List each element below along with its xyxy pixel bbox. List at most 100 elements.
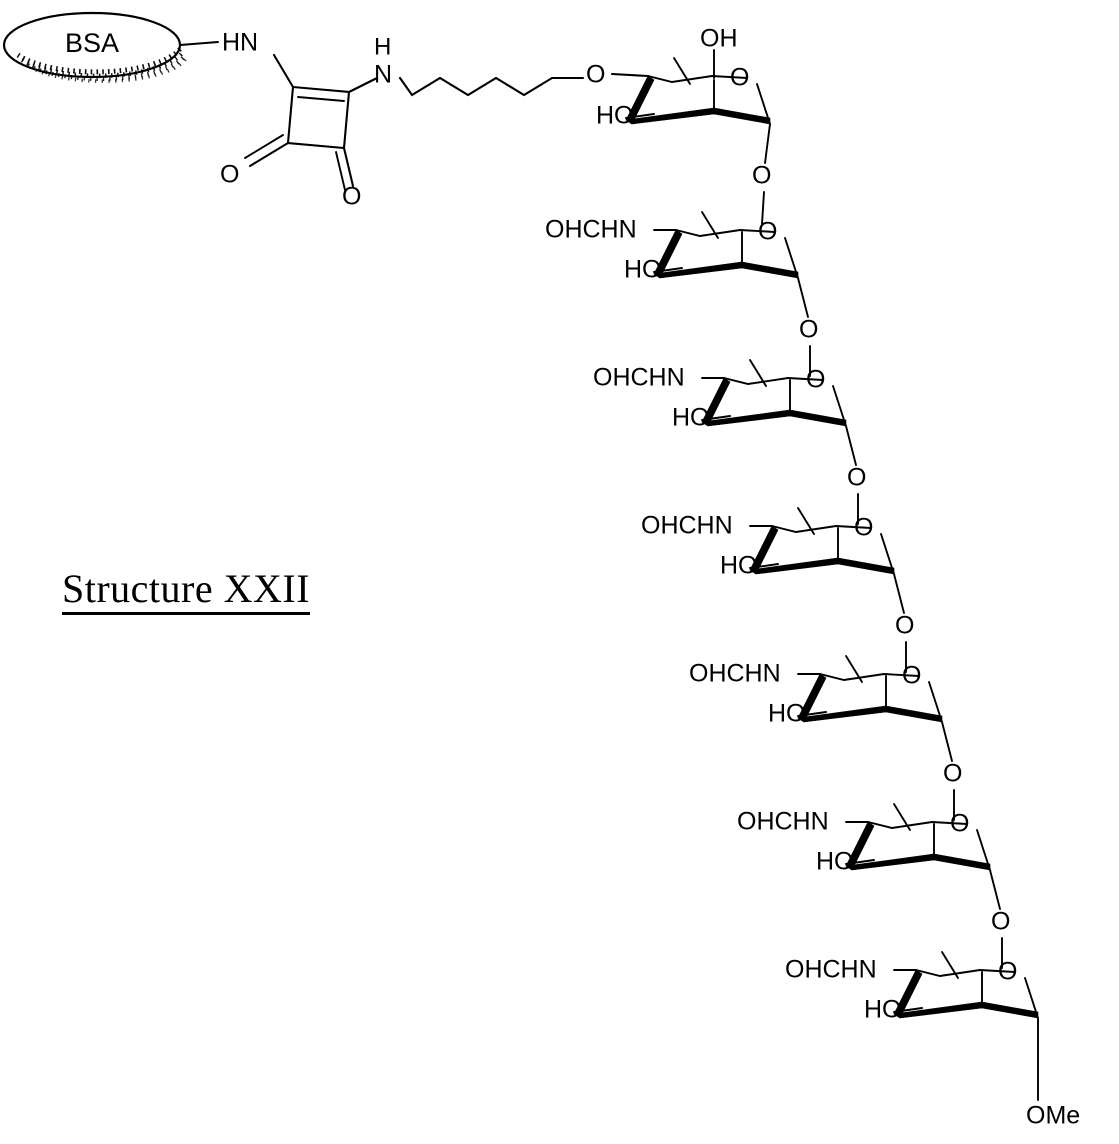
spacer-zigzag-bonds bbox=[398, 76, 585, 97]
sugar-1-bond-to-ho bbox=[625, 113, 655, 119]
glyco-3-bond-upper bbox=[845, 425, 857, 466]
sugar-5-ring-oxygen-label: O bbox=[902, 662, 921, 690]
sugar-7-methyl-stub bbox=[941, 951, 959, 979]
sugar-4-back-bonds bbox=[771, 525, 872, 533]
sugar-5-methyl-stub bbox=[845, 655, 863, 683]
sugar-ring-1: OH O HO bbox=[596, 25, 771, 130]
sugar-1-left-label: HO bbox=[596, 102, 634, 130]
sugar-7-wedge-bottom-right bbox=[981, 1001, 1039, 1019]
sugar-2-left-label: HO bbox=[624, 256, 662, 284]
sugar-6-wedge-bottom-right bbox=[933, 853, 991, 871]
amide-nh-label: HN bbox=[222, 29, 258, 57]
bsa-carrier-group: BSA bbox=[2, 11, 188, 83]
ketone-oxygen-left-label: O bbox=[220, 161, 239, 189]
sugar-6-back-bonds bbox=[867, 821, 968, 829]
sugar-ring-6: OHCHN O HO bbox=[737, 803, 991, 876]
sugar-2-wedge-bottom-right bbox=[741, 261, 799, 279]
bond-spacer-o-to-sugar1 bbox=[610, 72, 650, 78]
sugar-6-top-label: OHCHN bbox=[737, 808, 829, 836]
sugar-7-ring-oxygen-label: O bbox=[998, 958, 1017, 986]
sugar-1-methyl-stub bbox=[673, 57, 691, 85]
glyco-1-bond-upper bbox=[764, 123, 771, 164]
sugar-5-wedge-bottom-right bbox=[885, 705, 943, 723]
glycosidic-oxygen-1-label: O bbox=[752, 162, 771, 190]
sugar-4-left-label: HO bbox=[720, 552, 758, 580]
sugar-3-back-bonds bbox=[723, 377, 824, 385]
glycosidic-link-1: O bbox=[752, 123, 771, 225]
sugar-ring-4: OHCHN O HO bbox=[641, 507, 895, 580]
bsa-shadow-hatch bbox=[16, 47, 188, 83]
sugar-4-methyl-stub bbox=[797, 507, 815, 535]
sugar-6-methyl-stub bbox=[893, 803, 911, 831]
sugar-2-ring-oxygen-label: O bbox=[758, 218, 777, 246]
glycosidic-link-2: O bbox=[797, 277, 818, 377]
sugar-1-wedge-bottom-right bbox=[713, 107, 771, 125]
sugar-2-methyl-stub bbox=[701, 211, 719, 239]
squarate-double-bond-inner bbox=[297, 96, 345, 102]
glycosidic-oxygen-6-label: O bbox=[991, 908, 1010, 936]
sugar-5-bond-to-ho bbox=[797, 711, 827, 717]
sugar-6-ring-oxygen-label: O bbox=[950, 810, 969, 838]
sugar-3-left-label: HO bbox=[672, 404, 710, 432]
sugar-ring-5: OHCHN O HO bbox=[689, 655, 943, 728]
bond-hn-to-ring bbox=[272, 53, 295, 89]
sugar-3-bond-to-ho bbox=[701, 415, 731, 421]
sugar-5-back-bonds bbox=[819, 673, 920, 681]
glycosidic-link-5: O bbox=[941, 721, 962, 821]
bond-ring-to-amine bbox=[347, 76, 379, 94]
sugar-1-top-label: OH bbox=[700, 25, 738, 53]
bond-c4-o-right-b bbox=[335, 151, 346, 191]
sugar-1-back-bonds bbox=[647, 75, 748, 83]
squarate-linker-group: HN O O N H bbox=[178, 29, 392, 211]
amine-hydrogen-label: H bbox=[374, 33, 391, 60]
glycosidic-oxygen-4-label: O bbox=[895, 612, 914, 640]
amine-nitrogen-label: N bbox=[374, 61, 392, 89]
glyco-5-bond-upper bbox=[941, 721, 953, 762]
squarate-ring bbox=[286, 85, 351, 150]
sugar-4-top-label: OHCHN bbox=[641, 512, 733, 540]
sugar-5-top-label: OHCHN bbox=[689, 660, 781, 688]
sugar-5-left-label: HO bbox=[768, 700, 806, 728]
sugar-ring-7: OHCHN O HO bbox=[785, 951, 1039, 1024]
sugar-3-wedge-bottom-right bbox=[789, 409, 847, 427]
glyco-2-bond-upper bbox=[797, 277, 809, 318]
bond-c3-o-left-b bbox=[244, 134, 284, 159]
bond-c3-o-left-a bbox=[248, 141, 290, 168]
bond-c4-o-right-a bbox=[342, 146, 355, 188]
sugar-4-ring-oxygen-label: O bbox=[854, 514, 873, 542]
sugar-7-bond-to-ho bbox=[893, 1007, 923, 1013]
glycosidic-link-3: O bbox=[845, 425, 866, 525]
glyco-1-bond-lower bbox=[761, 191, 765, 225]
sugar-7-back-bonds bbox=[915, 969, 1016, 977]
glycosidic-link-4: O bbox=[893, 573, 914, 673]
ketone-oxygen-right-label: O bbox=[342, 183, 361, 211]
sugar-4-wedge-bottom-right bbox=[837, 557, 895, 575]
hexyl-spacer-chain: O bbox=[398, 61, 650, 97]
glyco-4-bond-upper bbox=[893, 573, 905, 614]
sugar-7-top-label: OHCHN bbox=[785, 956, 877, 984]
terminus-group: OMe bbox=[1026, 1017, 1080, 1130]
bsa-label: BSA bbox=[65, 28, 119, 58]
bond-bsa-to-hn bbox=[178, 40, 220, 47]
sugar-ring-2: OHCHN O HO bbox=[545, 211, 799, 284]
sugar-6-bond-to-ho bbox=[845, 859, 875, 865]
sugar-ring-3: OHCHN O HO bbox=[593, 359, 847, 432]
sugar-2-bond-to-ho bbox=[653, 267, 683, 273]
sugar-2-back-bonds bbox=[675, 229, 776, 237]
sugar-4-bond-to-ho bbox=[749, 563, 779, 569]
page-title: Structure XXII bbox=[62, 568, 311, 615]
glyco-6-bond-upper bbox=[989, 869, 1001, 910]
spacer-oxygen-label: O bbox=[586, 61, 605, 89]
sugar-2-top-label: OHCHN bbox=[545, 216, 637, 244]
glycosidic-oxygen-2-label: O bbox=[799, 316, 818, 344]
sugar-7-left-label: HO bbox=[864, 996, 902, 1024]
sugar-3-top-label: OHCHN bbox=[593, 364, 685, 392]
terminus-ome-label: OMe bbox=[1026, 1102, 1080, 1130]
sugar-6-left-label: HO bbox=[816, 848, 854, 876]
glycosidic-oxygen-3-label: O bbox=[847, 464, 866, 492]
glycosidic-oxygen-5-label: O bbox=[943, 760, 962, 788]
sugar-1-ring-oxygen-label: O bbox=[730, 64, 749, 92]
sugar-3-methyl-stub bbox=[749, 359, 767, 387]
